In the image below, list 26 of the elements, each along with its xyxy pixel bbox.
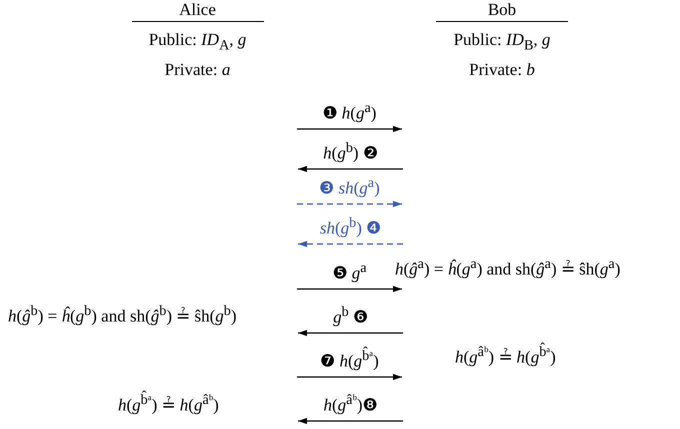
verification-equation: h(ĝ$^{a}$) = ĥ(g$^{a}$) and sh(ĝ$^{a}$) ≟ ŝh(g$^{a}$) bbox=[395, 256, 620, 280]
participant-keys: Public: ID$_{A}$, g bbox=[148, 30, 246, 49]
message-label: ❶ h(g$^{a}$) bbox=[322, 100, 376, 124]
message-label: h(g$^{âᵇ}$)❽ bbox=[324, 392, 378, 416]
message-label: g$^{b}$ ❻ bbox=[333, 304, 368, 328]
message-arrow bbox=[298, 240, 403, 248]
participant-name: Bob bbox=[436, 0, 568, 22]
verification-equation: h(ĝ$^{b}$) = ĥ(g$^{b}$) and sh(ĝ$^{b}$) ≟ ŝh(g$^{b}$) bbox=[8, 303, 237, 327]
message-arrow bbox=[297, 286, 402, 292]
participant-keys: Private: b bbox=[469, 60, 535, 79]
message-label: sh(g$^{b}$) ❹ bbox=[320, 215, 382, 239]
message-label: ❸ sh(g$^{a}$) bbox=[319, 175, 380, 199]
message-label: ❺ g$^{a}$ bbox=[332, 260, 367, 284]
verification-equation: h(g$^{b̂ᵃ}$) ≟ h(g$^{âᵇ}$) bbox=[118, 392, 219, 416]
verification-equation: h(g$^{âᵇ}$) ≟ h(g$^{b̂ᵃ}$) bbox=[455, 344, 556, 368]
message-label: h(g$^{b}$) ❷ bbox=[323, 140, 378, 164]
message-label: ❼ h(g$^{b̂ᵃ}$) bbox=[320, 348, 379, 372]
message-arrow bbox=[297, 200, 402, 208]
message-arrow bbox=[298, 418, 403, 424]
participant-keys: Public: ID$_{B}$, g bbox=[454, 30, 550, 49]
message-arrow bbox=[298, 166, 403, 172]
participant-keys: Private: a bbox=[164, 60, 230, 79]
participant-name: Alice bbox=[132, 0, 264, 22]
message-arrow bbox=[297, 126, 402, 132]
message-arrow bbox=[297, 374, 402, 380]
message-arrow bbox=[298, 330, 403, 336]
